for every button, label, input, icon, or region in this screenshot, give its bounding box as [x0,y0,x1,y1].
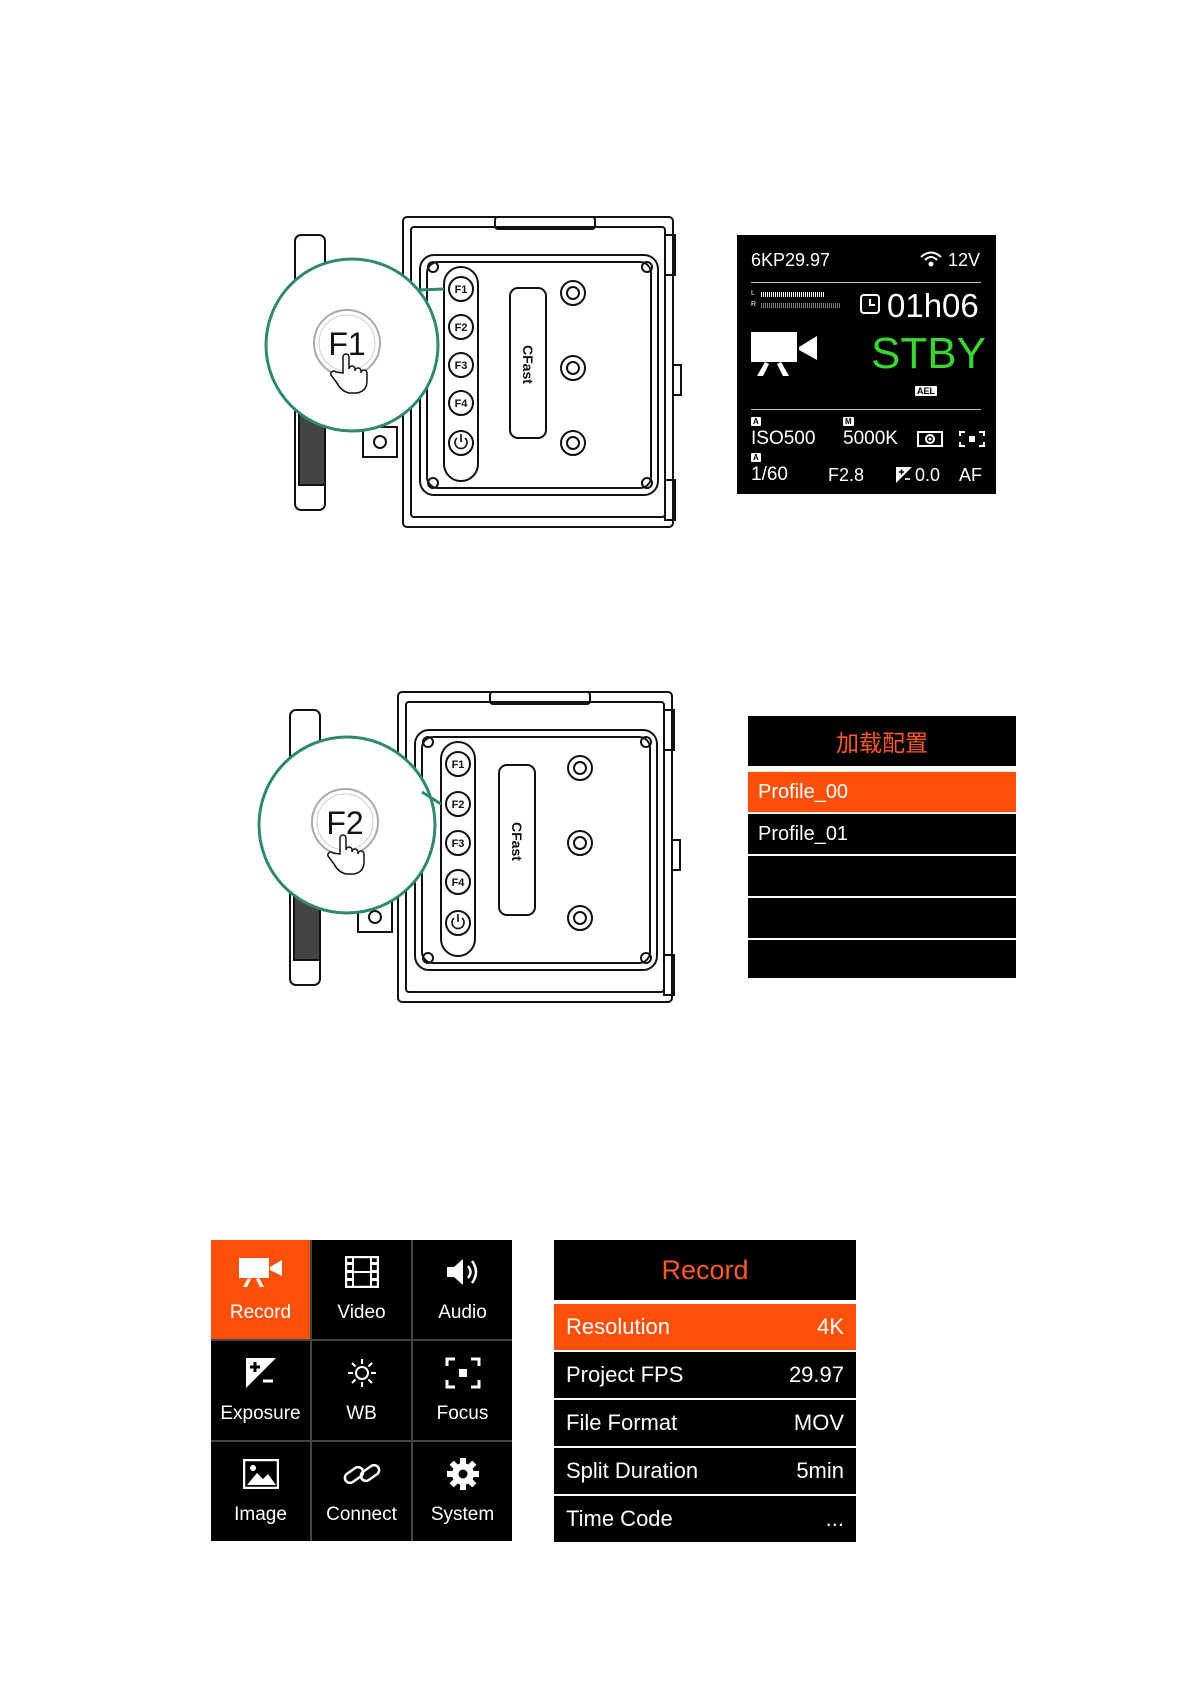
gear-icon [413,1456,512,1492]
grid-divider [211,1440,512,1442]
setting-value: MOV [794,1410,844,1436]
profile-item[interactable]: Profile_01 [748,814,1016,854]
wifi-icon [920,251,942,267]
menu-item-label: Audio [413,1302,512,1324]
menu-item-label: Exposure [211,1403,310,1425]
sun-icon [312,1355,411,1391]
setting-value: 4K [817,1314,844,1340]
record-settings-menu: Record Resolution 4K Project FPS 29.97 F… [554,1240,856,1542]
image-icon [211,1456,310,1492]
setting-value: 29.97 [789,1362,844,1388]
exposure-icon [211,1355,310,1391]
setting-row-split-duration[interactable]: Split Duration 5min [554,1448,856,1494]
camera-illustration-f2: F1 F2 F3 F4 CFast F2 [250,680,690,1010]
aperture-value: F2.8 [828,465,864,486]
menu-item-record[interactable]: Record [211,1240,310,1339]
menu-item-exposure[interactable]: Exposure [211,1341,310,1440]
menu-item-label: Connect [312,1504,411,1526]
menu-item-label: System [413,1504,512,1526]
profile-item-empty[interactable] [748,856,1016,896]
grid-divider [310,1240,312,1541]
setting-label: Split Duration [566,1458,698,1484]
audio-meter-left [761,292,825,297]
video-camera-icon [211,1254,310,1290]
side-button-f2: F2 [452,799,465,811]
side-button-f1: F1 [452,759,465,771]
menu-item-label: Video [312,1302,411,1324]
setting-row-file-format[interactable]: File Format MOV [554,1400,856,1446]
exposure-comp-value: 0.0 [915,465,940,486]
exposure-comp-icon [896,467,912,483]
setting-label: File Format [566,1410,677,1436]
link-icon [312,1456,411,1492]
profile-item-empty[interactable] [748,898,1016,938]
record-state: STBY [871,329,986,379]
side-button-f3: F3 [455,360,468,372]
shutter-mode-badge: A [751,453,761,462]
video-camera-icon [751,330,819,378]
setting-value: ... [826,1506,844,1532]
film-icon [312,1254,411,1290]
side-button-f4: F4 [452,877,466,889]
audio-meter-right [761,303,841,308]
focus-mode: AF [959,465,982,486]
clock-icon [859,293,881,315]
metering-icon [917,431,943,447]
voltage: 12V [948,250,980,271]
resolution-fps: 6KP29.97 [751,250,830,271]
menu-item-video[interactable]: Video [312,1240,411,1339]
status-screen: 6KP29.97 12V L R 01h06 STBY AEL A ISO500… [737,235,996,494]
iso-mode-badge: A [751,417,761,426]
menu-item-label: WB [312,1403,411,1425]
menu-item-label: Record [211,1302,310,1324]
profile-item-empty[interactable] [748,940,1016,978]
setting-label: Time Code [566,1506,673,1532]
setting-label: Resolution [566,1314,670,1340]
menu-item-audio[interactable]: Audio [413,1240,512,1339]
menu-item-label: Focus [413,1403,512,1425]
setting-label: Project FPS [566,1362,683,1388]
side-button-f4: F4 [455,398,469,410]
menu-item-wb[interactable]: WB [312,1341,411,1440]
ael-badge: AEL [915,386,937,396]
side-button-f2: F2 [455,322,468,334]
setting-row-resolution[interactable]: Resolution 4K [554,1304,856,1350]
audio-right-label: R [751,301,756,308]
setting-value: 5min [796,1458,844,1484]
audio-left-label: L [751,290,755,297]
menu-item-connect[interactable]: Connect [312,1442,411,1541]
iso-value: ISO500 [751,428,815,450]
grid-divider [211,1339,512,1341]
card-slot-label: CFast [520,345,536,384]
card-slot-label: CFast [509,822,525,861]
menu-title: Record [554,1240,856,1300]
menu-item-system[interactable]: System [413,1442,512,1541]
focus-icon [413,1355,512,1391]
side-button-f3: F3 [452,838,465,850]
focus-area-icon [959,431,985,447]
wb-value: 5000K [843,428,898,450]
grid-divider [411,1240,413,1541]
menu-item-label: Image [211,1504,310,1526]
wb-mode-badge: M [843,417,854,426]
setting-row-time-code[interactable]: Time Code ... [554,1496,856,1542]
main-menu-grid: Record Video Audio Exposure WB Focus [211,1240,512,1541]
menu-item-image[interactable]: Image [211,1442,310,1541]
shutter-value: 1/60 [751,464,788,486]
setting-row-project-fps[interactable]: Project FPS 29.97 [554,1352,856,1398]
load-profile-menu: 加载配置 Profile_00 Profile_01 [748,716,1016,984]
side-button-f1: F1 [455,284,468,296]
speaker-icon [413,1254,512,1290]
camera-illustration-f1: F1 F2 F3 F4 CFast F1 [255,205,685,535]
menu-item-focus[interactable]: Focus [413,1341,512,1440]
timecode: 01h06 [887,287,979,325]
menu-title: 加载配置 [748,716,1016,766]
profile-item[interactable]: Profile_00 [748,772,1016,812]
